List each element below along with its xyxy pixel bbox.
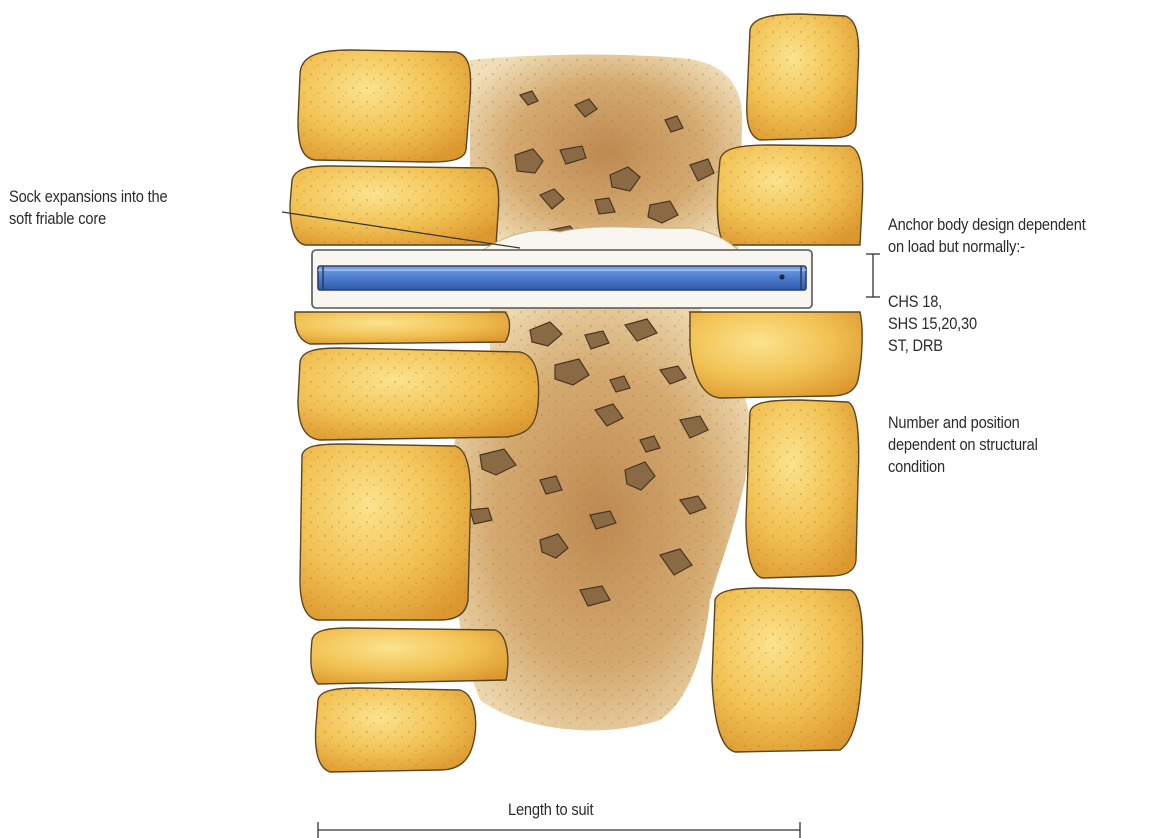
anchor-end-bolt [779,274,784,279]
sock-label: Sock expansions into the soft friable co… [9,186,167,230]
anchor-body-label-line1: Anchor body design dependent [888,214,1086,236]
section-type-item: ST, DRB [888,335,977,357]
position-label: Number and position dependent on structu… [888,412,1038,478]
anchor-body-label-line2: on load but normally:- [888,236,1086,258]
position-label-line2: dependent on structural [888,434,1038,456]
section-type-item: CHS 18, [888,291,977,313]
length-label: Length to suit [508,799,593,821]
anchor-dimension-bracket [866,254,880,297]
position-label-line3: condition [888,456,1038,478]
position-label-line1: Number and position [888,412,1038,434]
anchor-body-label: Anchor body design dependent on load but… [888,214,1086,258]
section-type-item: SHS 15,20,30 [888,313,977,335]
length-dimension-line [318,822,800,838]
sock-label-line1: Sock expansions into the [9,186,167,208]
sock-label-line2: soft friable core [9,208,167,230]
section-types-list: CHS 18, SHS 15,20,30 ST, DRB [888,291,977,357]
